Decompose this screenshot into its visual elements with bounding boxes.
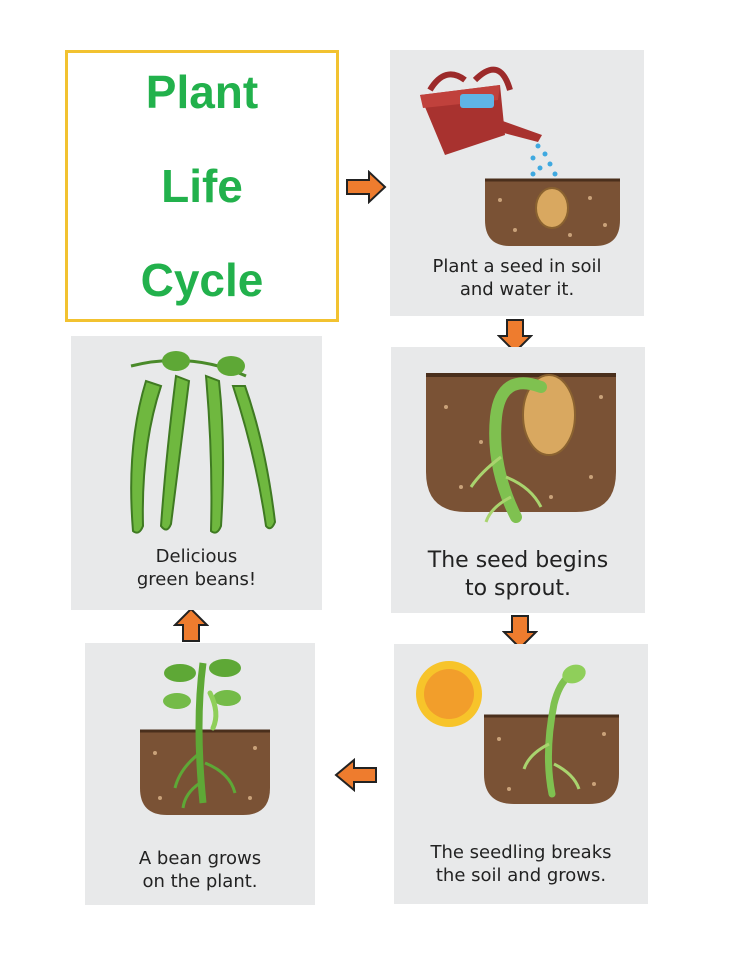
step-card-green-beans: Delicious green beans!: [71, 336, 322, 610]
green-beans-illustration: [130, 351, 277, 534]
seed-icon: [535, 187, 569, 229]
watering-can-icon: [420, 66, 542, 155]
title-line-3: Cycle: [140, 254, 264, 306]
caption-plant-seed: Plant a seed in soil and water it.: [390, 256, 644, 301]
arrow-left-icon: [334, 758, 377, 792]
seedling-illustration: [416, 661, 619, 804]
caption-line: A bean grows: [138, 848, 262, 869]
water-drops: [530, 143, 558, 177]
title-box: Plant Life Cycle: [65, 50, 339, 322]
caption-line: Plant a seed in soil: [432, 256, 602, 277]
bean-pod-icon: [130, 374, 277, 534]
caption-line: to sprout.: [464, 575, 572, 601]
caption-line: The seedling breaks: [430, 842, 612, 863]
step-card-seedling: The seedling breaks the soil and grows.: [394, 644, 648, 904]
step-card-bean-grows: A bean grows on the plant.: [85, 643, 315, 905]
bean-pod-icon: [207, 690, 219, 731]
caption-green-beans: Delicious green beans!: [71, 546, 322, 591]
caption-line: the soil and grows.: [435, 864, 607, 886]
bean-plant-illustration: [140, 659, 270, 815]
sun-icon: [416, 661, 482, 727]
arrow-up-icon: [173, 607, 209, 642]
step-card-sprout: The seed begins to sprout.: [391, 347, 645, 613]
plant-seed-illustration: [420, 66, 620, 246]
caption-line: and water it.: [459, 278, 575, 300]
step-card-plant-seed: Plant a seed in soil and water it.: [390, 50, 644, 316]
caption-line: on the plant.: [142, 870, 258, 892]
caption-line: green beans!: [136, 568, 257, 590]
caption-line: Delicious: [155, 546, 238, 567]
seed-icon: [522, 374, 576, 456]
arrow-down-icon: [497, 319, 533, 354]
caption-seedling: The seedling breaks the soil and grows.: [394, 842, 648, 887]
arrow-right-icon: [346, 170, 387, 204]
caption-sprout: The seed begins to sprout.: [391, 547, 645, 602]
caption-bean-grows: A bean grows on the plant.: [85, 848, 315, 893]
arrow-down-icon: [502, 615, 538, 650]
title-line-1: Plant: [145, 66, 259, 118]
caption-line: The seed begins: [427, 548, 609, 573]
sprout-illustration: [426, 373, 616, 523]
title-line-2: Life: [161, 160, 243, 212]
